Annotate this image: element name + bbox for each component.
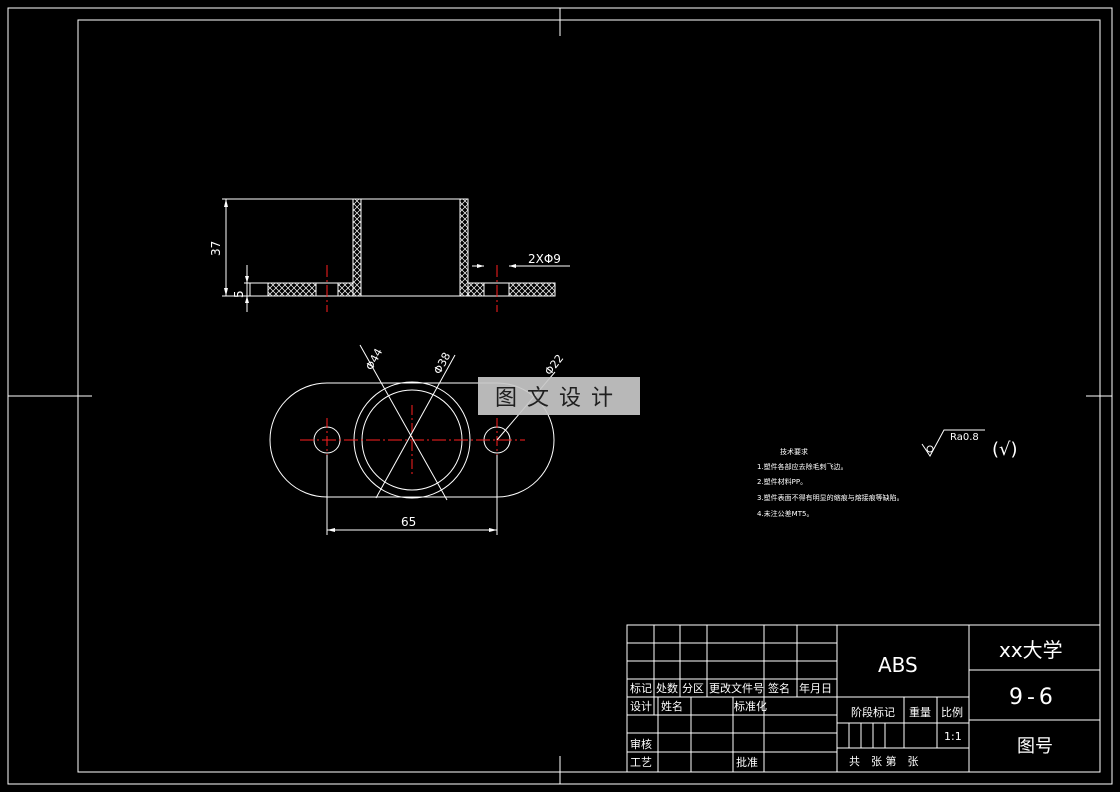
top-view: Φ44 Φ38 Φ22 65 <box>269 344 566 535</box>
rev-header-zone: 分区 <box>682 682 704 695</box>
label-scale: 比例 <box>941 705 963 719</box>
dim-holes-label: 2XΦ9 <box>528 252 561 266</box>
tech-req-item-1: 1.塑件各部应去除毛刺飞边。 <box>757 462 848 471</box>
material-label: ABS <box>878 653 918 677</box>
label-stage-mark: 阶段标记 <box>851 705 895 719</box>
label-weight: 重量 <box>909 705 931 719</box>
drawing-number: 9-6 <box>1009 685 1057 710</box>
label-process: 工艺 <box>630 756 652 769</box>
rev-header-sign: 签名 <box>768 681 790 695</box>
sheet-count: 共 张 第 张 <box>849 754 919 768</box>
rev-header-mark: 标记 <box>630 681 652 695</box>
surface-finish-suffix: (√) <box>992 439 1018 460</box>
watermark: 图文设计 <box>478 377 640 415</box>
scale-value: 1:1 <box>944 730 962 743</box>
watermark-text: 图文设计 <box>494 386 623 411</box>
tech-req-item-4: 4.未注公差MT5。 <box>757 509 813 518</box>
drawing-number-label: 图号 <box>1017 736 1053 757</box>
rev-header-count: 处数 <box>656 682 678 695</box>
dim-spacing-label: 65 <box>401 515 416 529</box>
wall-right-hatch <box>459 198 469 297</box>
dim-thickness-label: 5 <box>232 290 246 298</box>
rev-header-date: 年月日 <box>799 681 832 695</box>
label-standardize: 标准化 <box>734 699 767 713</box>
dim-outer-dia: Φ44 <box>363 346 385 372</box>
tech-requirements: 技术要求 1.塑件各部应去除毛刺飞边。 2.塑件材料PP。 3.塑件表面不得有明… <box>757 447 904 518</box>
tech-req-title: 技术要求 <box>780 447 808 456</box>
label-name: 姓名 <box>661 699 683 713</box>
wall-left-hatch <box>352 198 362 297</box>
rev-header-doc: 更改文件号 <box>709 681 764 695</box>
label-review: 审核 <box>630 737 652 751</box>
dim-height-label: 37 <box>209 241 223 256</box>
tech-req-item-2: 2.塑件材料PP。 <box>757 477 807 486</box>
label-design: 设计 <box>630 700 652 713</box>
surface-finish-symbol: Ra0.8 (√) <box>921 429 1018 460</box>
school-name: xx大学 <box>999 638 1063 662</box>
title-block: 标记 处数 分区 更改文件号 签名 年月日 设计 姓名 标准化 审核 工艺 批准… <box>626 624 1101 773</box>
section-view: 37 5 2XΦ9 <box>209 198 570 312</box>
label-approve: 批准 <box>736 755 758 769</box>
tech-req-item-3: 3.塑件表面不得有明显的缩痕与熔接痕等缺陷。 <box>757 493 904 502</box>
dim-inner-dia: Φ22 <box>542 352 566 378</box>
surface-roughness-label: Ra0.8 <box>950 432 979 443</box>
